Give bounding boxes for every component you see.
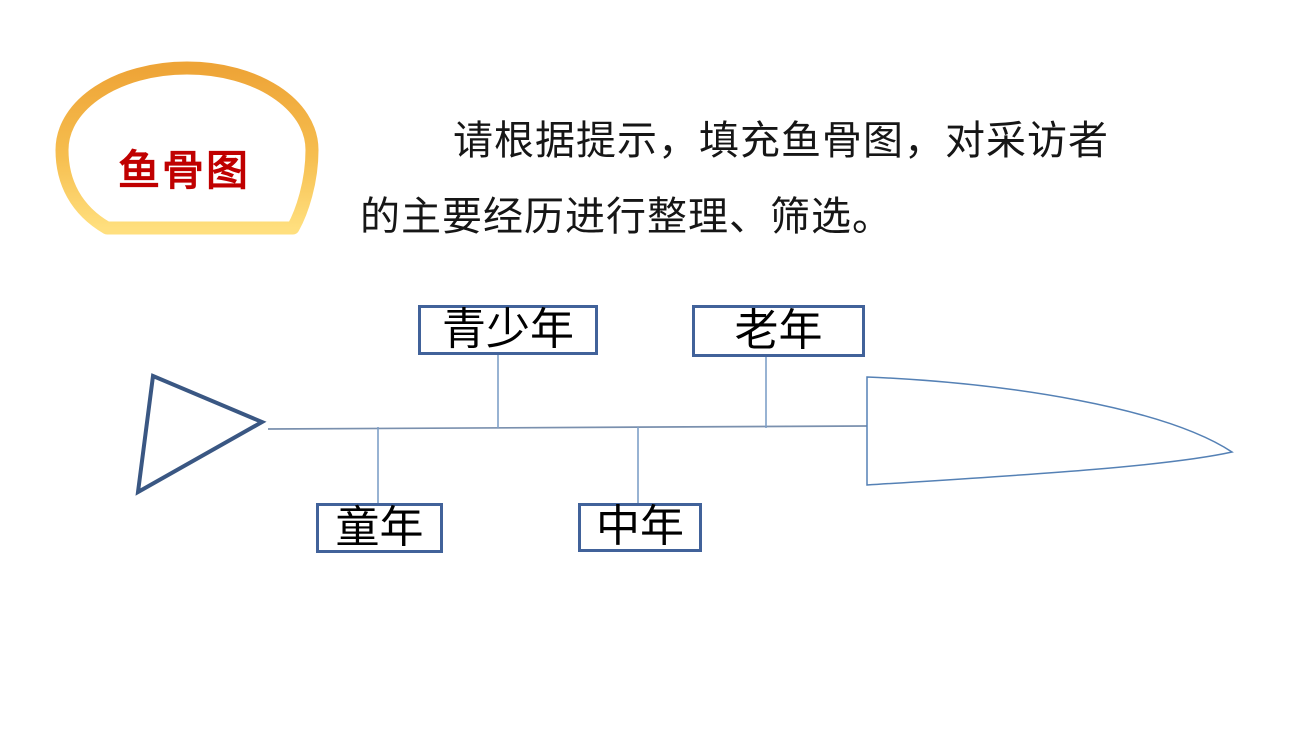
fish-head-shape bbox=[866, 376, 1234, 486]
badge-ring-path bbox=[55, 61, 319, 235]
badge-title: 鱼骨图 bbox=[117, 146, 250, 194]
box-old-age: 老年 bbox=[692, 305, 865, 357]
box-middle-age-label: 中年 bbox=[596, 502, 684, 552]
box-middle-age: 中年 bbox=[578, 502, 702, 552]
fish-spine-line bbox=[267, 425, 868, 430]
fish-tail-triangle bbox=[135, 373, 267, 496]
box-childhood-label: 童年 bbox=[335, 502, 424, 552]
instruction-line-2: 的主要经历进行整理、筛选。 bbox=[360, 195, 893, 239]
badge-oval-shape bbox=[55, 61, 319, 235]
instruction-line-1: 请根据提示，填充鱼骨图，对采访者 bbox=[453, 119, 1109, 163]
box-adolescence-label: 青少年 bbox=[442, 304, 574, 354]
box-childhood: 童年 bbox=[316, 503, 443, 553]
box-adolescence: 青少年 bbox=[418, 305, 598, 355]
box-old-age-label: 老年 bbox=[734, 305, 823, 355]
